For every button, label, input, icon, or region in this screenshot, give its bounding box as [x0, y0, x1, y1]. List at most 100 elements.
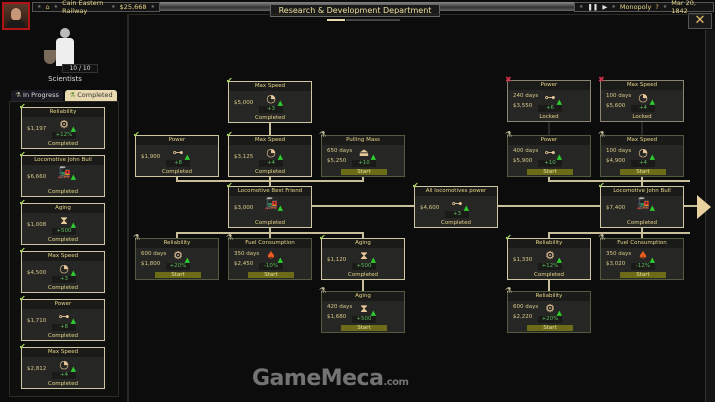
- start-button[interactable]: Start: [527, 325, 573, 331]
- research-cost: $4,900: [606, 158, 626, 164]
- page-indicator-4[interactable]: [382, 19, 400, 21]
- card-title: Max Speed: [601, 81, 683, 90]
- pause-icon[interactable]: ❚❚: [587, 3, 599, 11]
- upgrade-arrow-icon: ▲: [184, 256, 190, 264]
- upgrade-arrow-icon: ▲: [463, 204, 469, 212]
- bonus-value: +3: [259, 106, 283, 113]
- status-label: Completed: [348, 272, 378, 278]
- piston-icon: ⊶▲: [58, 310, 77, 325]
- start-button[interactable]: Start: [620, 169, 666, 175]
- bonus-value: +12%: [52, 132, 76, 139]
- page-indicator-3[interactable]: [364, 19, 382, 21]
- research-cost: $4,600: [420, 205, 440, 211]
- research-cost: $5,900: [513, 158, 533, 164]
- research-cost: $2,812: [27, 366, 47, 372]
- start-button[interactable]: Start: [527, 169, 573, 175]
- research-cost: $1,800: [141, 261, 161, 267]
- tech-tree-panel[interactable]: [127, 14, 705, 402]
- scientists-label: Scientists: [48, 75, 82, 83]
- next-page-arrow[interactable]: [697, 195, 711, 219]
- upgrade-arrow-icon: ▲: [70, 125, 76, 133]
- upgrade-arrow-icon: ▲: [649, 204, 655, 212]
- research-cost: $3,125: [234, 154, 254, 160]
- research-card: ✔Reliability$1,197⚙▲+12%Completed: [19, 103, 105, 149]
- tab-completed[interactable]: ⚗ Completed: [65, 90, 117, 101]
- status-label: Completed: [255, 220, 285, 226]
- watermark-text: GameMeca: [252, 366, 384, 391]
- card-title: Power: [136, 136, 218, 145]
- upgrade-arrow-icon: ▲: [649, 98, 655, 106]
- research-cost: $7,400: [606, 205, 626, 211]
- research-days: 600 days: [513, 304, 539, 310]
- research-days: 350 days: [234, 251, 260, 257]
- game-mode: Monopoly: [619, 3, 652, 11]
- start-button[interactable]: Start: [155, 272, 201, 278]
- flask-icon: ⚗: [15, 91, 21, 99]
- page-indicator-2[interactable]: [346, 19, 364, 21]
- completed-check-icon: ✔: [19, 246, 26, 255]
- research-cost: $1,680: [327, 314, 347, 320]
- completed-check-icon: ✔: [226, 76, 233, 85]
- research-cost: $3,020: [606, 261, 626, 267]
- completed-list[interactable]: ✔Reliability$1,197⚙▲+12%Completed✔Locomo…: [9, 101, 119, 397]
- upgrade-arrow-icon: ▲: [370, 153, 376, 161]
- gear-icon: ⚙▲: [173, 249, 190, 264]
- piston-icon: ⊶▲: [172, 146, 191, 161]
- scientist-portrait: [40, 28, 90, 72]
- card-title: Fuel Consumption: [229, 239, 311, 248]
- start-button[interactable]: Start: [620, 272, 666, 278]
- tab-label: In Progress: [23, 91, 59, 99]
- research-card: ✔Locomotive John Bull$7,400🚂▲Completed: [598, 182, 684, 228]
- play-icon[interactable]: ▶: [602, 3, 608, 11]
- close-button[interactable]: ✕: [688, 13, 712, 29]
- hourglass-icon: ⧗▲: [360, 302, 376, 317]
- card-title: All locomotives power: [415, 187, 497, 196]
- completed-check-icon: ✔: [19, 102, 26, 111]
- bonus-value: +20%: [166, 263, 190, 270]
- upgrade-arrow-icon: ▲: [277, 99, 283, 107]
- bonus-value: -10%: [259, 263, 283, 270]
- start-button[interactable]: Start: [341, 169, 387, 175]
- upgrade-arrow-icon: ▲: [277, 256, 283, 264]
- status-label: Completed: [48, 285, 78, 291]
- card-title: Locomotive John Bull: [601, 187, 683, 196]
- home-icon[interactable]: ⌂: [45, 3, 50, 11]
- tab-in-progress[interactable]: ⚗ In Progress: [11, 90, 63, 101]
- bonus-value: +12%: [538, 263, 562, 270]
- gauge-icon: ◔▲: [638, 146, 655, 161]
- help-icon[interactable]: ?: [655, 3, 659, 11]
- shovel-icon: ♠▲: [638, 249, 655, 264]
- card-title: Aging: [22, 204, 104, 213]
- hourglass-icon: ⧗▲: [60, 214, 76, 229]
- gauge-icon: ◔▲: [638, 91, 655, 106]
- upgrade-arrow-icon: ▲: [649, 256, 655, 264]
- research-cost: $5,000: [234, 100, 254, 106]
- research-card: ✔Locomotive John Bull$6,660🚂▲Completed: [19, 151, 105, 197]
- page-indicator-1[interactable]: [327, 19, 345, 21]
- start-button[interactable]: Start: [248, 272, 294, 278]
- player-avatar[interactable]: [2, 2, 30, 30]
- research-days: 420 days: [327, 304, 353, 310]
- research-cost: $1,120: [327, 257, 347, 263]
- upgrade-arrow-icon: ▲: [70, 317, 76, 325]
- start-button[interactable]: Start: [341, 325, 387, 331]
- upgrade-arrow-icon: ▲: [556, 309, 562, 317]
- card-title: Max Speed: [22, 252, 104, 261]
- card-title: Max Speed: [601, 136, 683, 145]
- watermark-suffix: .com: [383, 377, 409, 388]
- research-cost: $6,660: [27, 174, 47, 180]
- gauge-icon: ◔▲: [266, 92, 283, 107]
- research-days: 600 days: [141, 251, 167, 257]
